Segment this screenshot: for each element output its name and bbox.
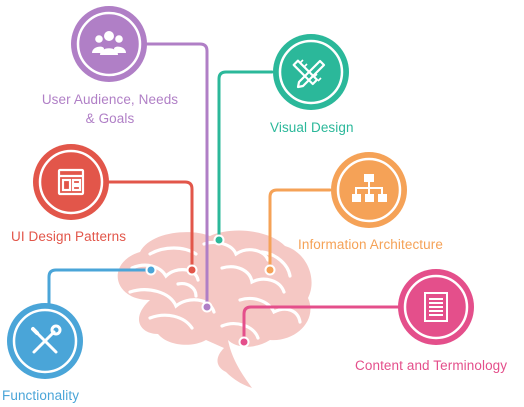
label-content-terminology: Content and Terminology — [355, 358, 508, 373]
connector-content-terminology — [242, 305, 403, 344]
label-user-audience: User Audience, Needs & Goals — [22, 90, 198, 128]
endpoint-dot-ui-design-patterns — [186, 264, 198, 276]
endpoint-dot-content-terminology — [238, 336, 250, 348]
document-icon — [424, 292, 448, 322]
endpoint-dot-information-architecture — [264, 264, 276, 276]
endpoint-dot-visual-design — [213, 234, 225, 246]
node-ui-design-patterns — [33, 144, 109, 220]
connector-information-architecture — [268, 188, 332, 272]
label-ui-design-patterns: UI Design Patterns — [11, 229, 127, 244]
label-user-audience-line1: User Audience, Needs — [41, 92, 179, 107]
node-information-architecture — [331, 152, 407, 228]
sitemap-icon — [352, 174, 387, 202]
brain-icon — [117, 230, 312, 388]
label-user-audience-line2: & Goals — [85, 111, 135, 126]
connector-ui-design-patterns — [98, 180, 194, 272]
label-functionality: Functionality — [2, 388, 80, 403]
node-functionality — [7, 303, 83, 379]
node-user-audience — [71, 6, 147, 82]
label-information-architecture: Information Architecture — [298, 237, 443, 252]
connector-user-audience — [138, 42, 209, 309]
node-visual-design — [273, 34, 349, 110]
endpoint-dot-user-audience — [201, 301, 213, 313]
connector-visual-design — [217, 70, 274, 242]
label-visual-design: Visual Design — [270, 120, 354, 135]
endpoint-dot-functionality — [145, 264, 157, 276]
node-content-terminology — [398, 269, 474, 345]
layout-window-icon — [57, 168, 85, 196]
connector-functionality — [47, 268, 153, 322]
users-icon — [92, 31, 126, 55]
wrench-screwdriver-icon — [31, 324, 62, 354]
pencil-ruler-icon — [292, 59, 326, 89]
